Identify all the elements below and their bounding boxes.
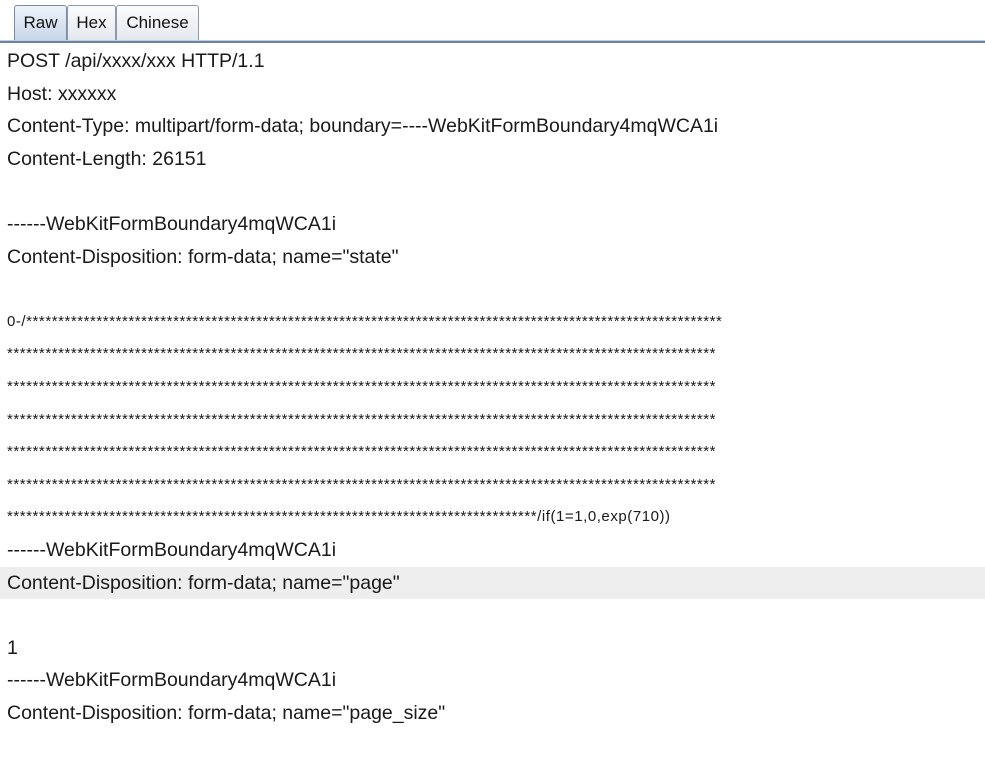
request-line[interactable]: ****************************************… <box>7 443 717 461</box>
request-line[interactable]: Content-Length: 26151 <box>7 147 207 170</box>
raw-request-editor[interactable]: POST /api/xxxx/xxx HTTP/1.1 Host: xxxxxx… <box>0 45 985 768</box>
request-line[interactable]: Content-Disposition: form-data; name="pa… <box>7 701 446 724</box>
tab-chinese[interactable]: Chinese <box>116 5 199 40</box>
request-line[interactable] <box>0 273 985 306</box>
request-line[interactable]: Content-Disposition: form-data; name="st… <box>7 245 399 268</box>
request-line-current[interactable]: Content-Disposition: form-data; name="pa… <box>0 566 985 600</box>
view-tab-bar: Raw Hex Chinese <box>0 0 985 40</box>
request-line[interactable]: Content-Type: multipart/form-data; bound… <box>7 115 719 138</box>
request-line[interactable]: ****************************************… <box>7 508 671 526</box>
request-line[interactable]: 0-/*************************************… <box>7 312 723 330</box>
request-line[interactable]: ------WebKitFormBoundary4mqWCA1i <box>7 538 337 561</box>
tab-bar-divider <box>0 40 985 43</box>
request-line[interactable]: 1 <box>7 636 18 659</box>
request-line[interactable]: ------WebKitFormBoundary4mqWCA1i <box>7 212 337 235</box>
request-line[interactable] <box>0 175 985 208</box>
request-line[interactable]: ****************************************… <box>7 345 717 363</box>
request-line[interactable]: ****************************************… <box>7 475 717 493</box>
tab-hex[interactable]: Hex <box>67 5 116 40</box>
request-line[interactable]: POST /api/xxxx/xxx HTTP/1.1 <box>7 50 265 72</box>
request-line[interactable] <box>0 729 985 762</box>
request-line[interactable]: ****************************************… <box>7 377 717 395</box>
request-line[interactable]: Host: xxxxxx <box>7 82 117 105</box>
request-line[interactable]: ****************************************… <box>7 410 717 428</box>
request-line[interactable] <box>0 599 985 632</box>
tab-raw[interactable]: Raw <box>14 5 67 40</box>
request-line[interactable]: ------WebKitFormBoundary4mqWCA1i <box>7 669 337 692</box>
